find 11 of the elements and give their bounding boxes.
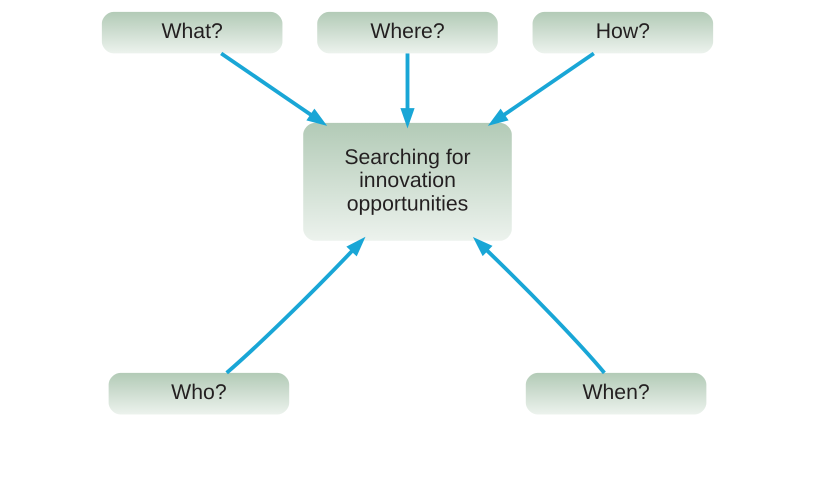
node-box: What? xyxy=(102,12,282,54)
node-box: Where? xyxy=(317,12,498,54)
arrow xyxy=(400,53,415,128)
node-box: Who? xyxy=(108,372,290,414)
arrow xyxy=(488,52,595,126)
arrow xyxy=(225,236,366,374)
node-box: When? xyxy=(526,372,706,414)
arrow xyxy=(220,52,328,126)
arrow xyxy=(472,236,606,374)
node-box: Searching for innovation opportunities xyxy=(303,122,512,241)
node-box: How? xyxy=(532,12,714,54)
